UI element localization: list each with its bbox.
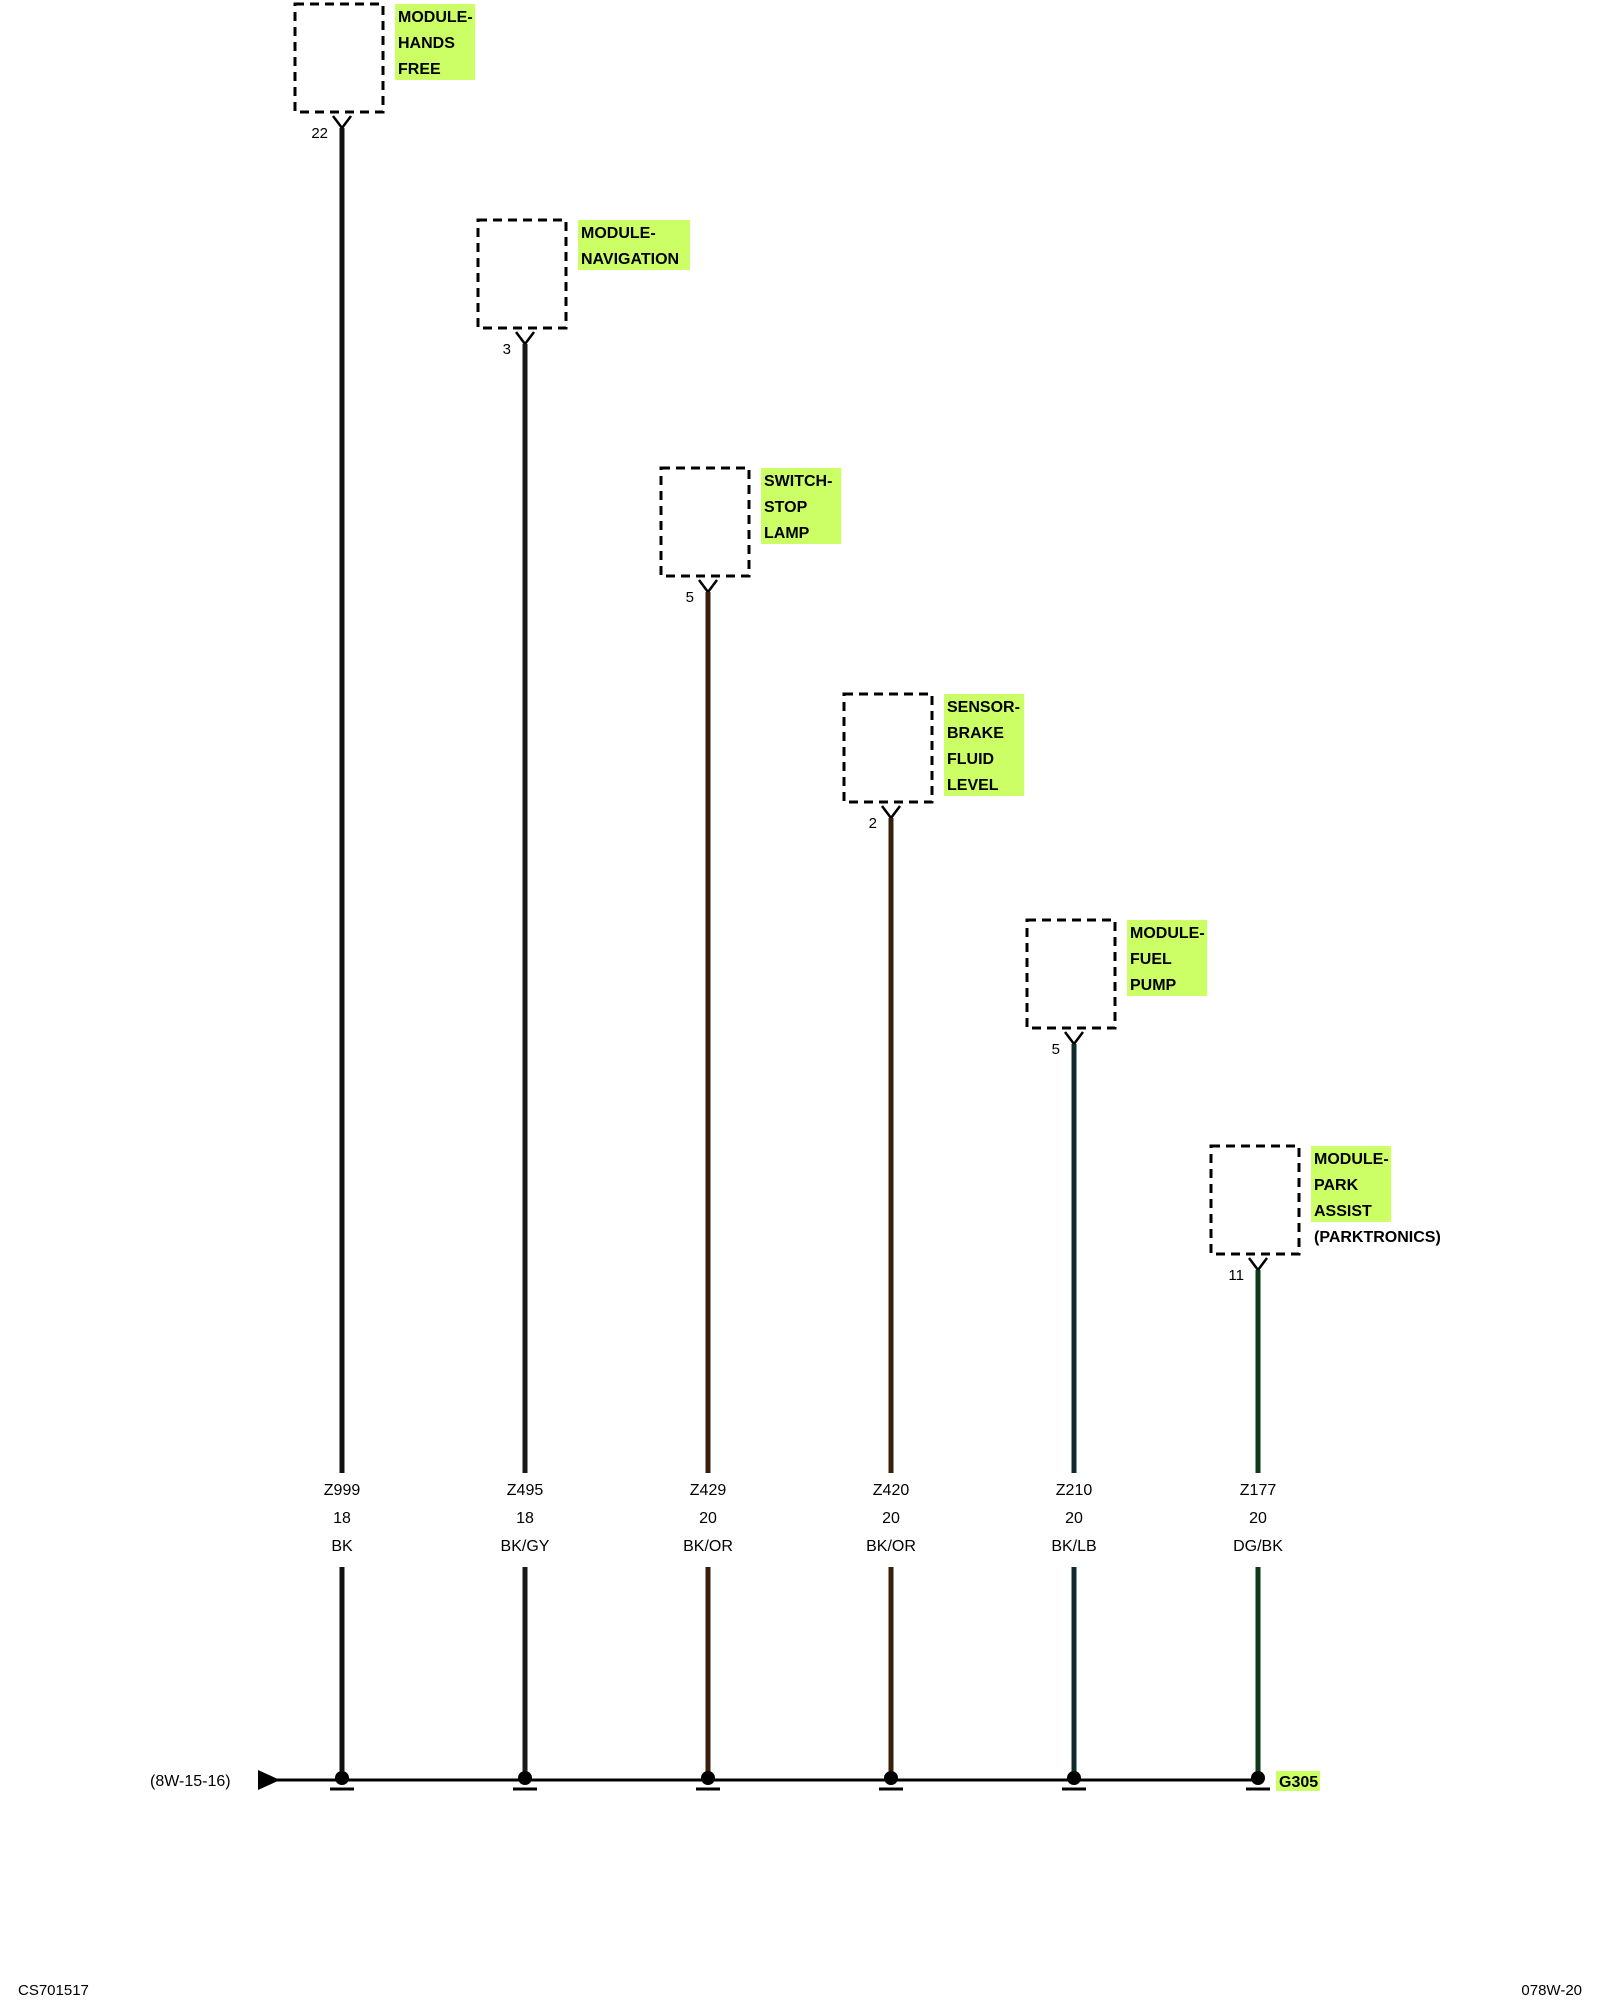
bus-arrow-icon [258,1770,280,1790]
module-label-line: ASSIST [1314,1203,1372,1220]
module-label-line: LAMP [764,525,810,542]
splice-dot-icon [1251,1771,1265,1785]
wire-color-code: DG/BK [1233,1538,1283,1555]
module-label-line: FUEL [1130,951,1172,968]
wire-gauge: 18 [333,1510,351,1527]
module-label-highlight [944,694,1025,796]
module-box [293,2,385,114]
module-label-extra: (PARKTRONICS) [1314,1229,1441,1246]
module-label-line: LEVEL [947,777,999,794]
ground-label: G305 [1279,1774,1318,1791]
pin-number: 11 [1228,1267,1244,1284]
wire-color-code: BK/OR [683,1538,733,1555]
module-box [1209,1144,1301,1256]
module-label-highlight [578,220,690,270]
wire-circuit: Z420 [873,1482,910,1499]
module-label-line: PARK [1314,1177,1359,1194]
splice-dot-icon [518,1771,532,1785]
connector-icon [1064,1031,1084,1047]
connector-icon [881,805,901,821]
pin-number: 3 [503,341,511,358]
module-label-highlight [395,4,476,80]
module-label-highlight [761,468,842,544]
footer-left-code: CS701517 [18,1982,89,1999]
module-label-line: BRAKE [947,725,1004,742]
connector-icon [1248,1257,1268,1273]
wire-gauge: 20 [1249,1510,1267,1527]
module-box [1025,918,1117,1030]
pin-number: 5 [686,589,694,606]
module-label-line: MODULE- [1130,925,1205,942]
wire-gauge: 20 [882,1510,900,1527]
wire-circuit: Z999 [324,1482,361,1499]
module-label-highlight [1311,1146,1392,1222]
pin-number: 22 [311,125,328,142]
wire-color-code: BK/LB [1051,1538,1096,1555]
wire-gauge: 20 [699,1510,717,1527]
module-label-line: STOP [764,499,808,516]
module-label-line: MODULE- [581,225,656,242]
module-label-line: HANDS [398,35,455,52]
connector-icon [515,331,535,347]
splice-dot-icon [701,1771,715,1785]
module-box [842,692,934,804]
splice-dot-icon [1067,1771,1081,1785]
ground-label-highlight [1276,1771,1320,1791]
wire-color-code: BK/OR [866,1538,916,1555]
module-label-line: MODULE- [398,9,473,26]
module-label-highlight [1127,920,1208,996]
wire-circuit: Z495 [507,1482,544,1499]
splice-dot-icon [884,1771,898,1785]
footer-right-code: 078W-20 [1521,1982,1582,1999]
connector-icon [332,115,352,131]
module-label-line: MODULE- [1314,1151,1389,1168]
wire-color-code: BK [331,1538,353,1555]
module-label-line: FREE [398,61,441,78]
pin-number: 5 [1052,1041,1060,1058]
module-label-line: SENSOR- [947,699,1020,716]
module-box [659,466,751,578]
wire-circuit: Z210 [1056,1482,1093,1499]
wire-circuit: Z177 [1240,1482,1277,1499]
wire-gauge: 20 [1065,1510,1083,1527]
module-label-line: SWITCH- [764,473,832,490]
ground-bus: (8W-15-16) G305 [150,1770,1320,1791]
splice-dot-icon [335,1771,349,1785]
module-label-line: NAVIGATION [581,251,679,268]
module-label-line: PUMP [1130,977,1177,994]
wire-gauge: 18 [516,1510,534,1527]
connector-icon [698,579,718,595]
pin-number: 2 [869,815,877,832]
module-label-line: FLUID [947,751,994,768]
wire-color-code: BK/GY [501,1538,550,1555]
bus-reference: (8W-15-16) [150,1773,231,1790]
module-box [476,218,568,330]
wire-circuit: Z429 [690,1482,727,1499]
